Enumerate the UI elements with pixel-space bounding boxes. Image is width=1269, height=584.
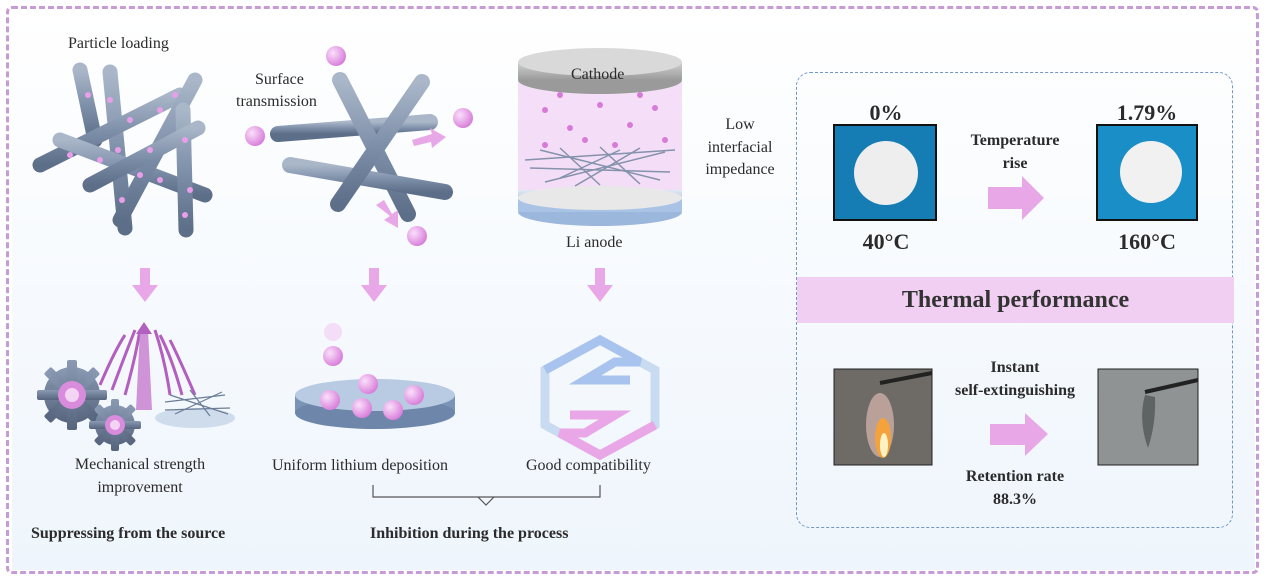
shrink-photo-before <box>833 124 937 221</box>
label-cathode: Cathode <box>571 66 625 83</box>
label-surface: Surface <box>255 71 304 88</box>
temp-after-value: 160°C <box>1118 229 1176 254</box>
label-particle-loading: Particle loading <box>68 35 169 52</box>
gears-graphic <box>37 322 235 451</box>
shrink-after-value: 1.79% <box>1116 100 1178 125</box>
label-instant: Instant <box>990 359 1040 376</box>
temp-rise-arrow <box>988 176 1044 220</box>
compatibility-hexagon-icon <box>540 334 660 461</box>
label-inhibition: Inhibition during the process <box>370 525 569 542</box>
extinguished-photo <box>1097 368 1199 466</box>
shrink-photo-after <box>1096 124 1198 221</box>
battery-stack <box>518 48 682 226</box>
label-transmission: transmission <box>236 93 317 110</box>
shrink-before-value: 0% <box>869 100 903 125</box>
label-retention-rate: Retention rate <box>965 468 1065 485</box>
temp-before-value: 40°C <box>862 229 910 254</box>
particle-loading-rods <box>32 62 213 238</box>
outer-dashed-frame <box>6 6 1259 574</box>
label-mech-strength: Mechanical strength <box>74 456 206 473</box>
down-arrow-1 <box>132 268 158 302</box>
label-good-compatibility: Good compatibility <box>526 457 651 474</box>
label-retention-value: 88.3% <box>993 491 1037 508</box>
down-arrow-2 <box>361 268 387 302</box>
label-temperature: Temperature <box>970 132 1060 149</box>
label-suppressing: Suppressing from the source <box>31 525 226 542</box>
label-interfacial: interfacial <box>707 139 773 156</box>
flame-photo <box>833 368 933 466</box>
label-improvement: improvement <box>97 479 183 496</box>
label-uniform-deposition: Uniform lithium deposition <box>272 457 448 474</box>
extinguish-arrow <box>990 413 1048 456</box>
label-self-extinguishing: self-extinguishing <box>954 382 1075 399</box>
label-impedance: impedance <box>705 161 775 178</box>
label-rise: rise <box>1002 155 1028 172</box>
label-li-anode: Li anode <box>566 234 623 251</box>
uniform-deposition-graphic <box>295 323 455 429</box>
thermal-performance-banner: Thermal performance <box>797 277 1234 323</box>
surface-transmission-rods <box>245 46 473 246</box>
label-low: Low <box>725 116 755 133</box>
down-arrow-3 <box>587 268 613 302</box>
down-arrows <box>132 268 613 302</box>
bracket <box>372 485 601 506</box>
